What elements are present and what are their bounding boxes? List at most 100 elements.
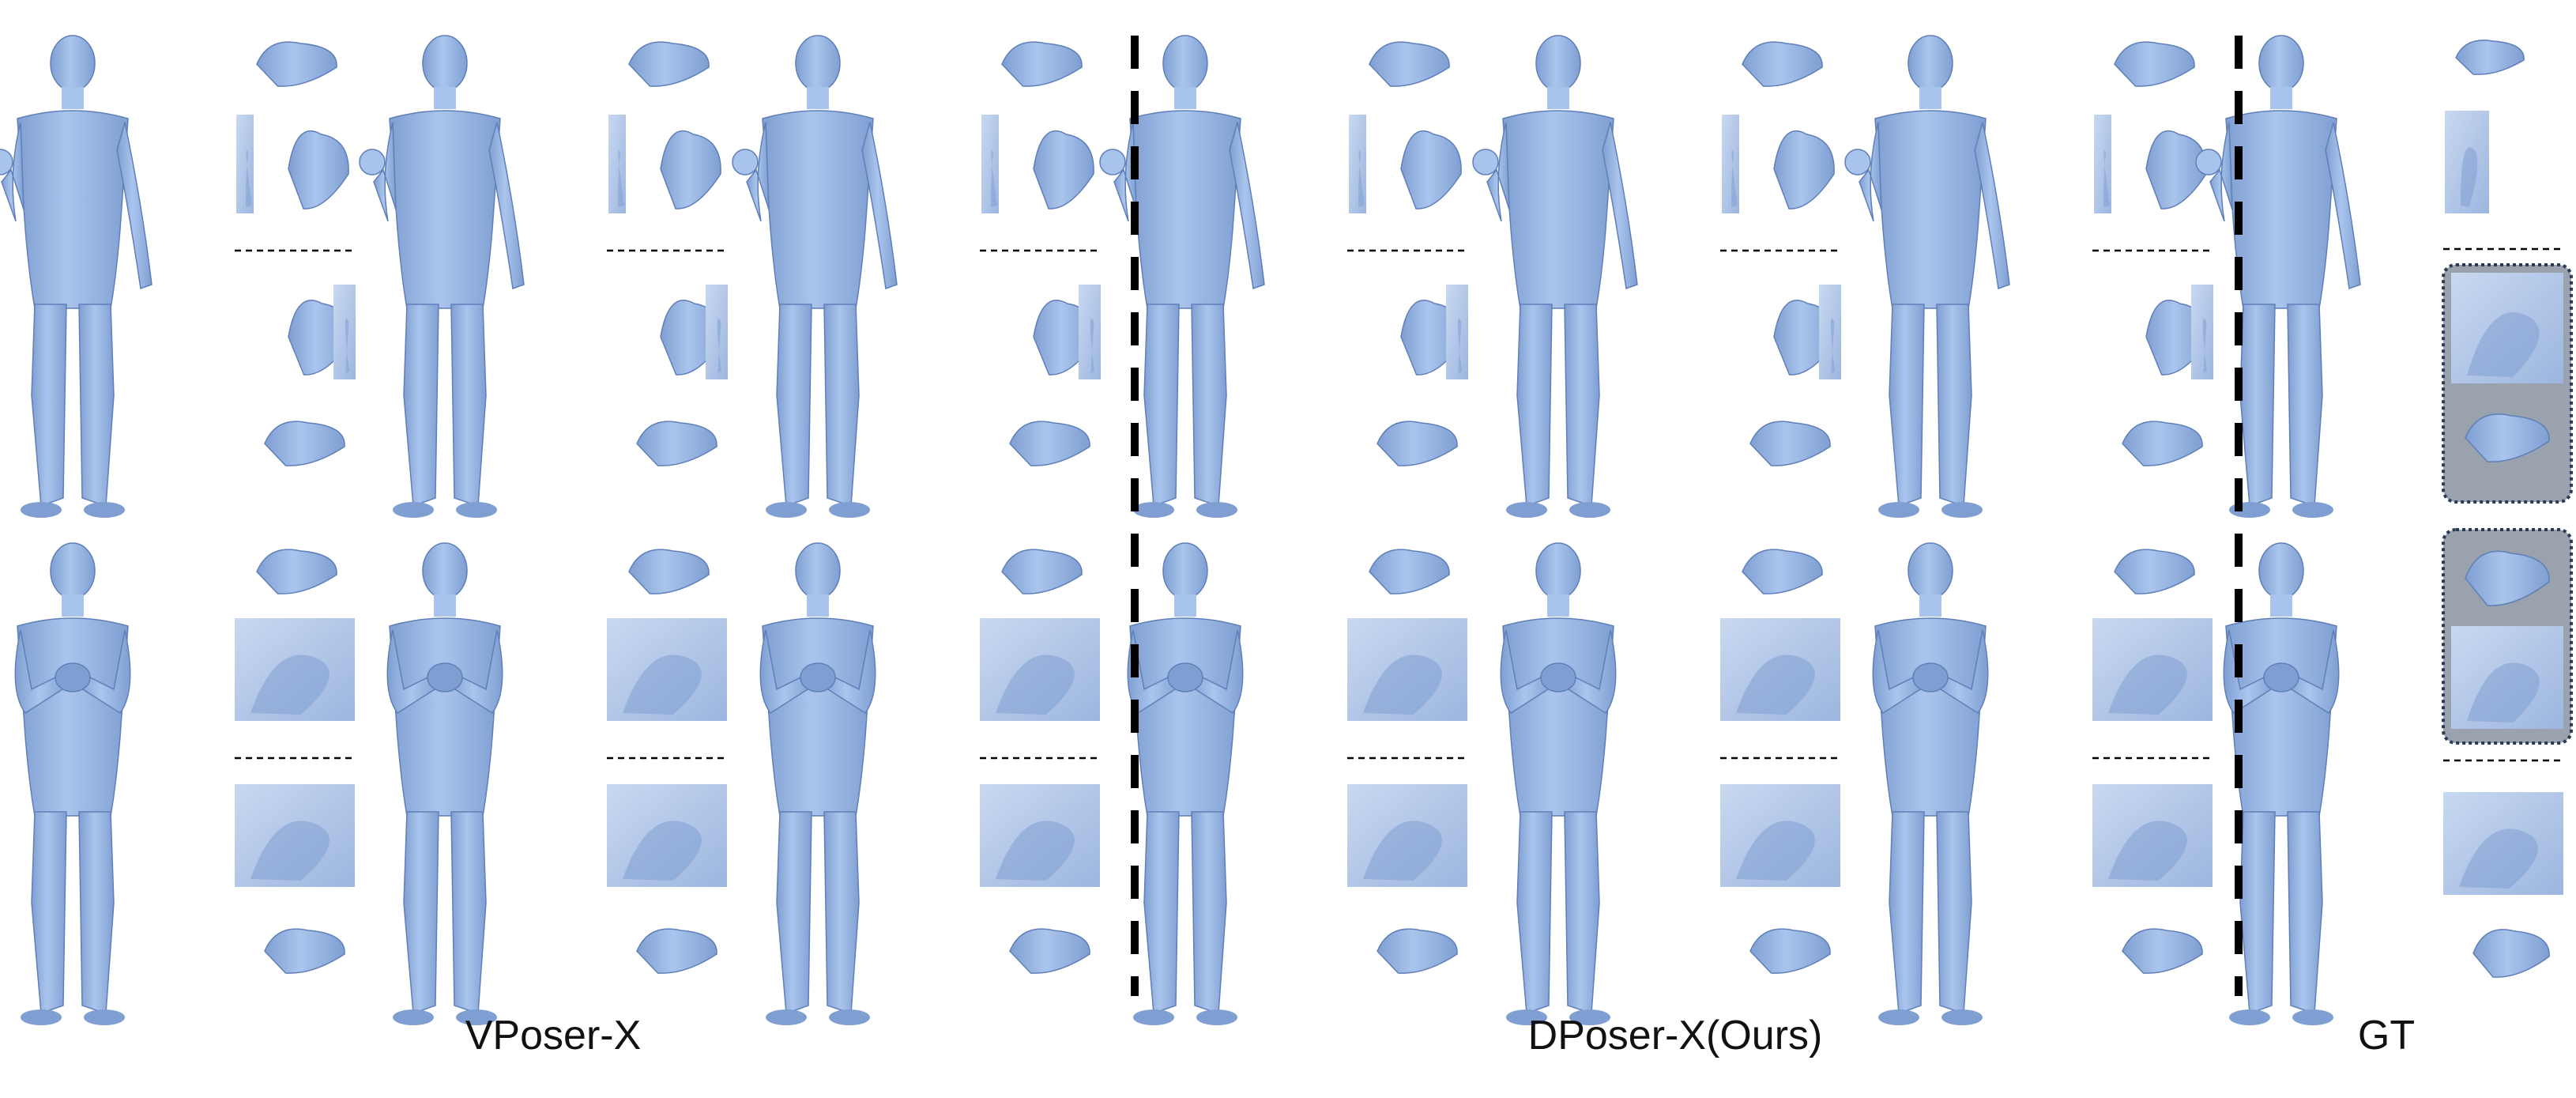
figure-left-foot xyxy=(393,502,434,518)
figure-cell xyxy=(759,542,1100,1025)
caption-dposer: DPoser-X(Ours) xyxy=(1527,1013,1823,1058)
hand-side-strip xyxy=(1079,285,1101,379)
figure-cell xyxy=(2195,35,2573,518)
hand-panel-hand xyxy=(2108,655,2187,715)
hand-panel-hand xyxy=(1363,655,1442,715)
figure-neck xyxy=(434,594,456,617)
figure-head xyxy=(50,35,96,92)
figure-neck xyxy=(1174,594,1196,617)
hand-side-strip xyxy=(1446,285,1468,379)
figure-head xyxy=(422,35,468,92)
figure-torso xyxy=(1129,617,1241,817)
figure-right-foot xyxy=(829,502,870,518)
hand-top-view xyxy=(1369,41,1450,87)
figure-left-leg xyxy=(31,304,67,507)
hand-panel-highlight-hand xyxy=(2467,311,2540,377)
figure-right-foot xyxy=(2292,502,2333,518)
figure-left-leg xyxy=(1143,811,1180,1015)
hand-panel-hand xyxy=(996,821,1075,881)
figure-right-leg xyxy=(1564,304,1600,507)
figure-right-leg xyxy=(78,304,115,507)
hand-bottom-view xyxy=(2122,928,2203,974)
figure-cell xyxy=(1099,35,1468,518)
figure-left-arm xyxy=(1486,122,1510,222)
figure-left-foot xyxy=(1506,1009,1547,1025)
hand-bottom-view xyxy=(264,928,345,974)
figure-neck xyxy=(1174,87,1196,109)
figure-cell xyxy=(1127,542,1467,1025)
figure-left-leg xyxy=(1516,811,1553,1015)
figure-left-leg xyxy=(776,811,812,1015)
hand-side-strip-hand xyxy=(2202,318,2207,373)
hand-side-strip-hand xyxy=(1457,318,1462,373)
figure-right-foot xyxy=(1569,1009,1610,1025)
figure-left-hand xyxy=(0,149,13,175)
hand-side-strip-hand xyxy=(1358,149,1365,207)
figure-head xyxy=(50,542,96,599)
figure-right-arm xyxy=(861,122,898,290)
figure-left-leg xyxy=(1516,304,1553,507)
hand-panel-hand xyxy=(2108,821,2187,881)
figure-right-foot xyxy=(2292,1009,2333,1025)
figure-torso xyxy=(762,617,874,817)
hand-side-strip xyxy=(1819,285,1841,379)
figure-clasped-hands xyxy=(1540,662,1576,692)
hand-panel-highlight-hand xyxy=(2467,662,2540,723)
figure-left-hand xyxy=(2195,149,2222,175)
hand-bottom-view xyxy=(1749,928,1831,974)
hand-side-strip-hand xyxy=(1830,318,1835,373)
figure-clasped-hands xyxy=(1912,662,1949,692)
figure-head xyxy=(2258,35,2304,92)
figure-right-arm xyxy=(2325,122,2361,290)
figure-neck xyxy=(807,87,829,109)
hand-panel-hand xyxy=(1736,655,1815,715)
figure-right-leg xyxy=(823,811,860,1015)
figure-left-leg xyxy=(1889,304,1925,507)
figure-torso xyxy=(1502,617,1614,817)
hand-side-strip-hand xyxy=(717,318,721,373)
figure-clasped-hands xyxy=(2263,662,2299,692)
figure-left-hand xyxy=(1844,149,1871,175)
hand-bottom-view xyxy=(2465,413,2550,462)
hand-panel-hand xyxy=(623,821,702,881)
figure-right-foot xyxy=(84,1009,125,1025)
hand-top-view xyxy=(1369,549,1450,594)
figure-neck xyxy=(434,87,456,109)
figure-left-hand xyxy=(1472,149,1499,175)
hand-side-strip-hand xyxy=(1090,318,1094,373)
figure-head xyxy=(795,542,841,599)
figure-left-leg xyxy=(1143,304,1180,507)
figure-left-foot xyxy=(766,1009,807,1025)
hand-bottom-view xyxy=(1009,928,1090,974)
hand-panel-hand xyxy=(996,655,1075,715)
hand-bottom-view xyxy=(636,928,717,974)
hand-side-strip-hand xyxy=(991,149,997,207)
figure-right-foot xyxy=(1196,1009,1237,1025)
figure-left-leg xyxy=(403,811,439,1015)
hand-bottom-view xyxy=(1377,421,1458,466)
hand-bottom-view xyxy=(1009,421,1090,466)
figure-torso xyxy=(17,617,129,817)
figure-right-foot xyxy=(1941,1009,1983,1025)
hand-top-view xyxy=(256,549,337,594)
caption-gt: GT xyxy=(2357,1013,2416,1058)
figure-neck xyxy=(807,594,829,617)
hand-top-view xyxy=(2114,549,2195,594)
figure-right-leg xyxy=(1191,304,1227,507)
figure-left-foot xyxy=(2229,1009,2270,1025)
figure-neck xyxy=(1547,87,1569,109)
figure-head xyxy=(1162,35,1208,92)
figure-cell xyxy=(14,542,355,1025)
figure-left-leg xyxy=(2239,304,2276,507)
figure-left-leg xyxy=(776,304,812,507)
hand-bottom-view xyxy=(1377,928,1458,974)
figure-right-foot xyxy=(456,1009,497,1025)
hand-side-strip-hand xyxy=(618,149,624,207)
figure-left-leg xyxy=(2239,811,2276,1015)
figure-right-foot xyxy=(1569,502,1610,518)
figure-neck xyxy=(1547,594,1569,617)
hand-top-view xyxy=(2114,41,2195,87)
figure-left-arm xyxy=(373,122,397,222)
figure-head xyxy=(1535,542,1581,599)
